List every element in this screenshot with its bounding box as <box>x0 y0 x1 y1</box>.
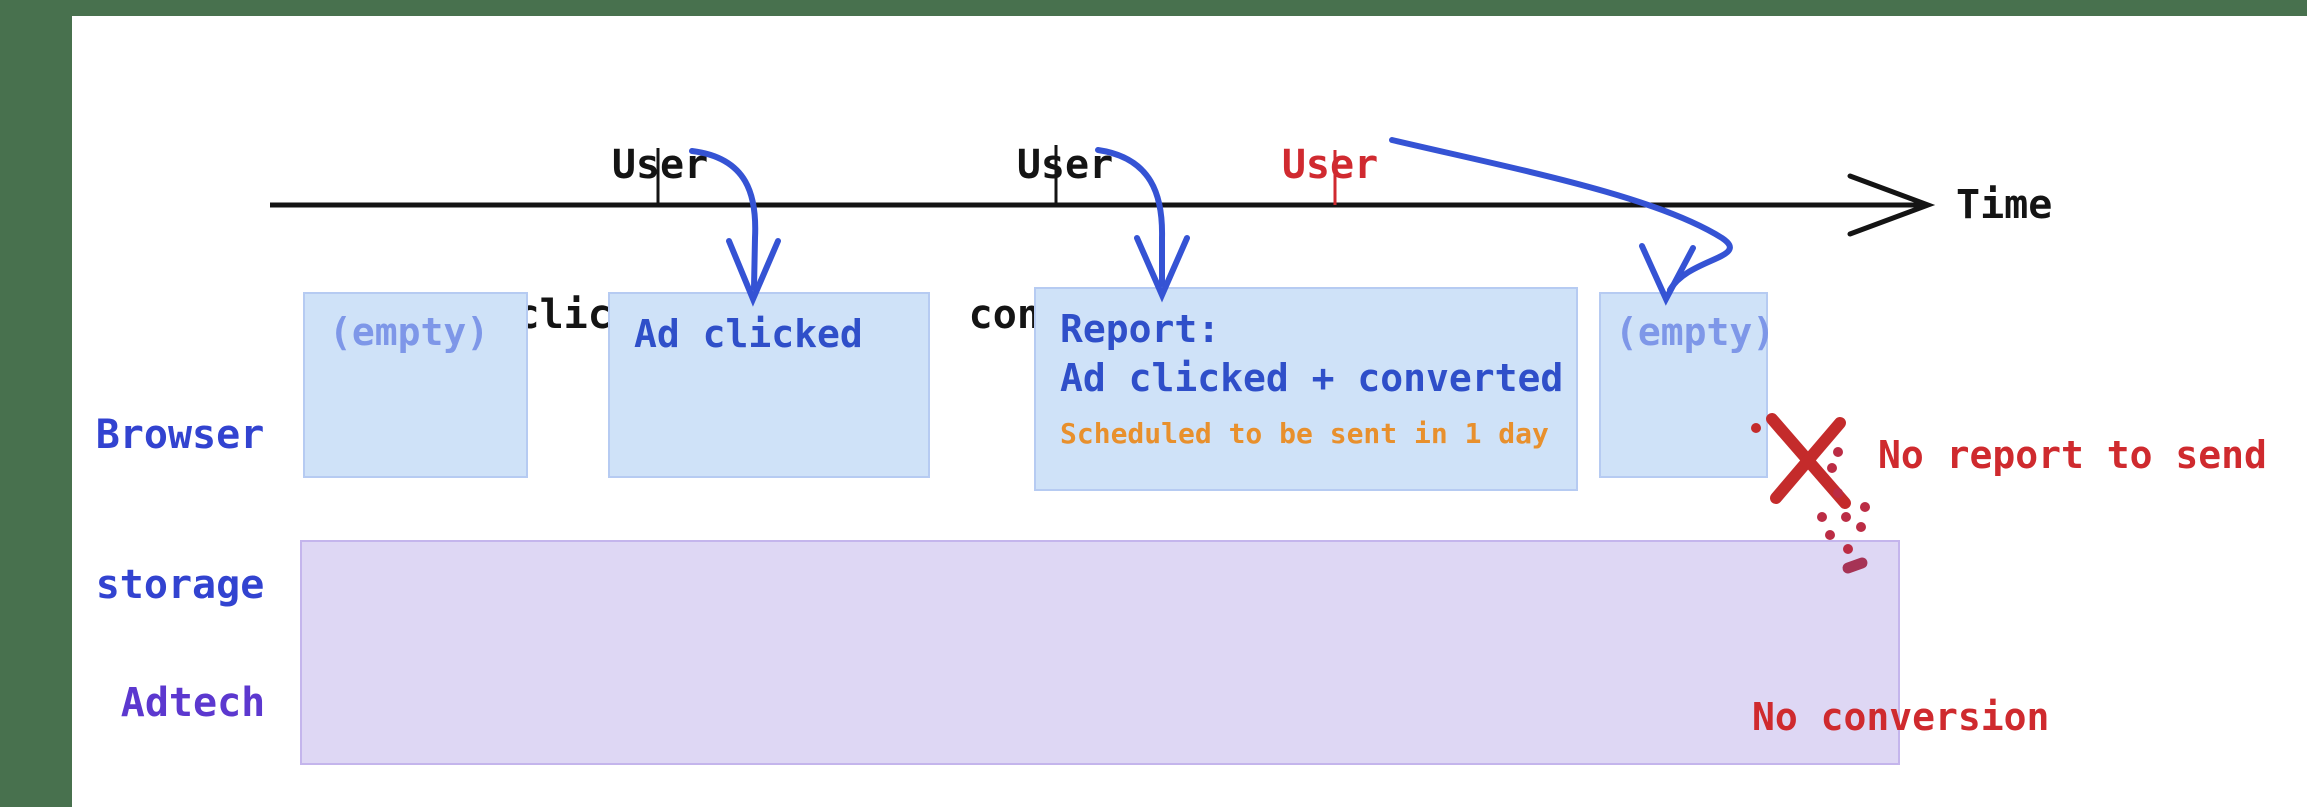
storage-box-text: (empty) <box>1615 310 1776 354</box>
time-axis-arrowhead-icon <box>1847 173 1936 237</box>
storage-box-empty-1: (empty) <box>303 292 528 478</box>
event-label-line: User <box>1281 142 1379 188</box>
row-label-line: Adtech <box>120 680 266 726</box>
adtech-server-box <box>300 540 1900 765</box>
report-title: Report: <box>1060 307 1221 351</box>
no-conversion-line: No conversion <box>1752 695 2050 739</box>
row-label-line: storage <box>95 562 265 608</box>
storage-box-ad-clicked: Ad clicked <box>608 292 930 478</box>
report-schedule-note: Scheduled to be sent in 1 day <box>1060 417 1549 450</box>
no-report-annotation: No report to send <box>1878 433 2267 477</box>
time-axis-label: Time <box>1956 182 2053 228</box>
storage-box-report: Report: Ad clicked + converted Scheduled… <box>1034 287 1578 491</box>
row-label-adtech-server: Adtech server <box>93 578 293 807</box>
storage-box-empty-2: (empty) <box>1599 292 1776 478</box>
no-conversion-annotation: No conversion reported to adtech <box>1752 592 2164 807</box>
red-x-icon <box>1766 413 1851 509</box>
storage-box-text: (empty) <box>329 310 490 354</box>
report-content: Ad clicked + converted <box>1060 356 1564 400</box>
red-x-icon <box>1770 417 1846 504</box>
storage-box-text: Ad clicked <box>634 312 863 356</box>
frame-left-border <box>0 0 72 807</box>
row-label-line: Browser <box>95 412 265 458</box>
event-label-line: User <box>611 142 709 188</box>
row-label-browser-storage: Browser storage <box>80 310 280 710</box>
event-label-line: User <box>1016 142 1114 188</box>
frame-top-border <box>0 0 2307 16</box>
